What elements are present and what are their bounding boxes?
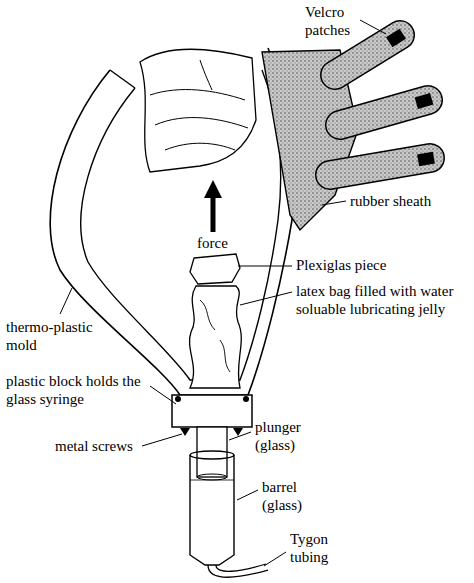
part-label: plastic block holds the glass syringe xyxy=(6,372,156,408)
tubing xyxy=(216,564,266,571)
part-label: metal screws xyxy=(55,437,133,455)
force-label: force xyxy=(197,234,228,252)
force-arrowhead xyxy=(204,180,222,198)
glove-fingers xyxy=(330,35,430,175)
hand xyxy=(140,49,256,172)
barrel xyxy=(190,455,234,565)
plastic-block xyxy=(172,395,252,427)
barrel-rim xyxy=(190,451,234,459)
screw-head xyxy=(243,396,249,402)
part-label: plunger (glass) xyxy=(255,418,315,454)
screw xyxy=(180,428,190,436)
mold-outer xyxy=(50,48,295,395)
part-label: Velcro patches xyxy=(305,3,375,39)
hand-creases xyxy=(150,60,248,150)
tubing xyxy=(208,565,268,577)
barrel-mark xyxy=(190,480,234,481)
part-label: latex bag filled with water soluable lub… xyxy=(296,282,470,318)
mold-rim xyxy=(110,70,135,88)
screw xyxy=(233,428,243,436)
bag-folds xyxy=(200,300,230,372)
part-label: Tygon tubing xyxy=(290,530,350,566)
part-label: rubber sheath xyxy=(350,192,431,210)
force-arrow xyxy=(211,196,216,232)
part-label: barrel (glass) xyxy=(262,478,322,514)
plunger-end xyxy=(197,474,227,480)
velcro-patch xyxy=(386,29,435,167)
screw-head xyxy=(175,396,181,402)
part-label: Plexiglas piece xyxy=(296,256,386,274)
plexiglas-piece xyxy=(190,254,240,284)
latex-bag xyxy=(190,286,242,388)
part-label: thermo-plastic mold xyxy=(6,318,106,354)
